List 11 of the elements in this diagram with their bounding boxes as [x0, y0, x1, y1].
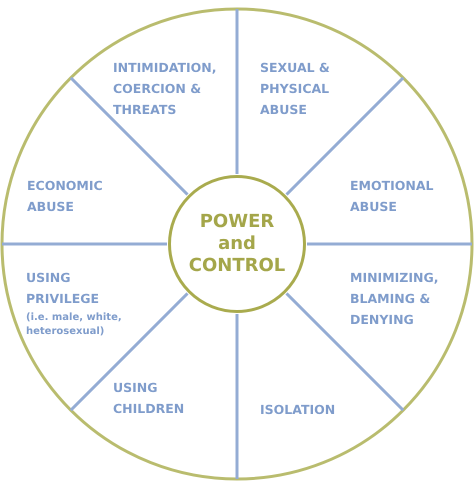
- wheel-circle: [0, 7, 474, 481]
- hub-label: POWER and CONTROL: [188, 211, 286, 277]
- sector-label: USING PRIVILEGE: [26, 269, 100, 308]
- sector-label: ECONOMIC ABUSE: [27, 175, 132, 217]
- sector-label: MINIMIZING, BLAMING & DENYING: [350, 267, 472, 330]
- sector-label: USING CHILDREN: [113, 377, 218, 419]
- sector-label: INTIMIDATION, COERCION & THREATS: [113, 57, 237, 120]
- sector-label: EMOTIONAL ABUSE: [350, 175, 462, 217]
- sector-label: ISOLATION: [260, 399, 380, 420]
- sector-label: SEXUAL & PHYSICAL ABUSE: [260, 57, 358, 120]
- sector-note: (i.e. male, white, heterosexual): [26, 311, 123, 339]
